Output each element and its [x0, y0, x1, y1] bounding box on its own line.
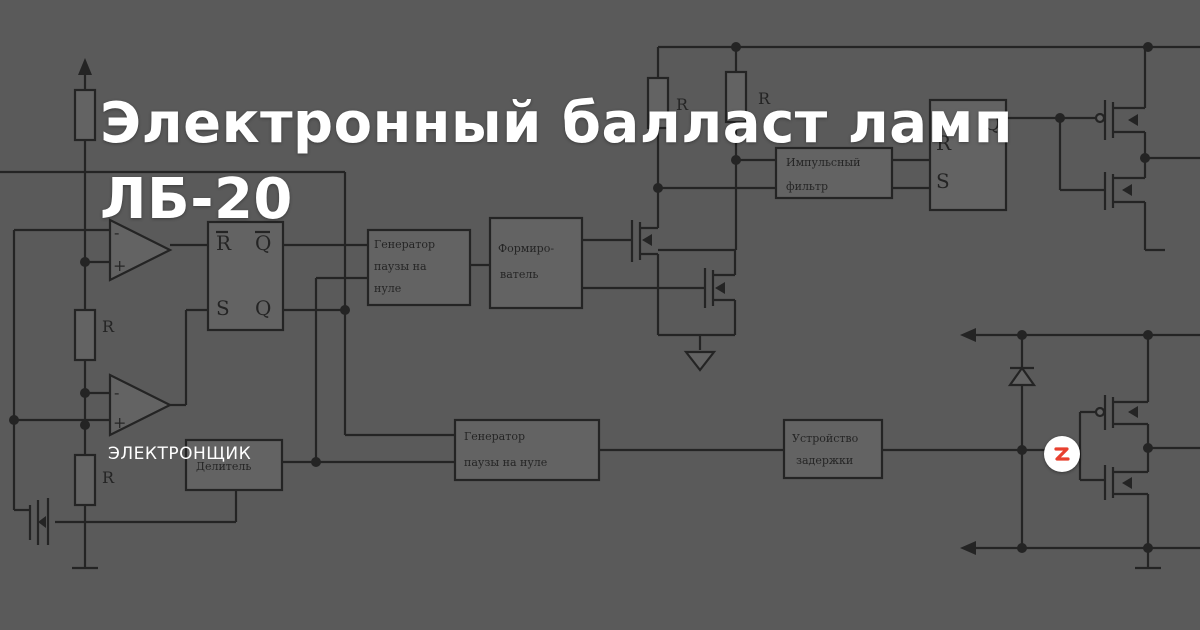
svg-text:паузы на нуле: паузы на нуле — [464, 456, 547, 469]
svg-text:R: R — [936, 131, 952, 155]
resistor-label: R — [102, 317, 115, 336]
svg-text:Q: Q — [984, 111, 1000, 135]
output-transistors-top — [1094, 47, 1200, 252]
svg-text:Импульсный: Импульсный — [786, 156, 861, 169]
svg-text:нуле: нуле — [374, 282, 401, 295]
pause-generator-top: Генератор паузы на нуле — [311, 228, 490, 467]
svg-text:+: + — [113, 256, 126, 275]
zen-logo-icon[interactable] — [1044, 436, 1080, 472]
svg-text:задержки: задержки — [796, 454, 853, 467]
resistor-label: R — [102, 468, 115, 487]
pulse-former: Формиро- ватель — [488, 216, 705, 310]
channel-name[interactable]: ЭЛЕКТРОНЩИК — [108, 444, 252, 464]
svg-text:Генератор: Генератор — [374, 238, 435, 251]
zen-logo-glyph — [1054, 447, 1070, 461]
upper-section: R R Импульсный фильтр R S Q — [646, 42, 1200, 250]
rs-flipflop: R Q S Q — [206, 220, 368, 332]
svg-text:Формиро-: Формиро- — [498, 242, 554, 255]
svg-text:ватель: ватель — [500, 268, 538, 281]
svg-text:R: R — [216, 231, 232, 255]
svg-text:+: + — [113, 413, 126, 432]
output-section-bottom — [960, 328, 1200, 570]
svg-text:-: - — [114, 383, 119, 402]
svg-text:R: R — [676, 95, 689, 114]
svg-text:S: S — [216, 296, 230, 320]
article-title[interactable]: Электронный балласт ламп ЛБ-20 — [100, 91, 1014, 232]
half-bridge-transistors — [630, 188, 737, 372]
svg-text:S: S — [936, 169, 950, 193]
svg-text:Делитель: Делитель — [196, 460, 251, 473]
svg-text:фильтр: фильтр — [786, 180, 828, 193]
comparator-top: - + — [108, 218, 208, 282]
pause-generator-bottom: Генератор паузы на нуле — [345, 418, 784, 482]
svg-text:Устройство: Устройство — [792, 432, 859, 445]
svg-text:Q: Q — [255, 231, 271, 255]
delay-unit: Устройство задержки — [782, 418, 1045, 480]
comparator-bottom: - + — [108, 308, 208, 437]
svg-text:-: - — [114, 223, 119, 242]
svg-text:R: R — [758, 89, 771, 108]
svg-text:паузы на: паузы на — [374, 260, 427, 273]
svg-text:Q: Q — [255, 296, 271, 320]
svg-text:Генератор: Генератор — [464, 430, 525, 443]
left-bus — [0, 170, 347, 512]
divider-section: Делитель — [28, 438, 455, 545]
